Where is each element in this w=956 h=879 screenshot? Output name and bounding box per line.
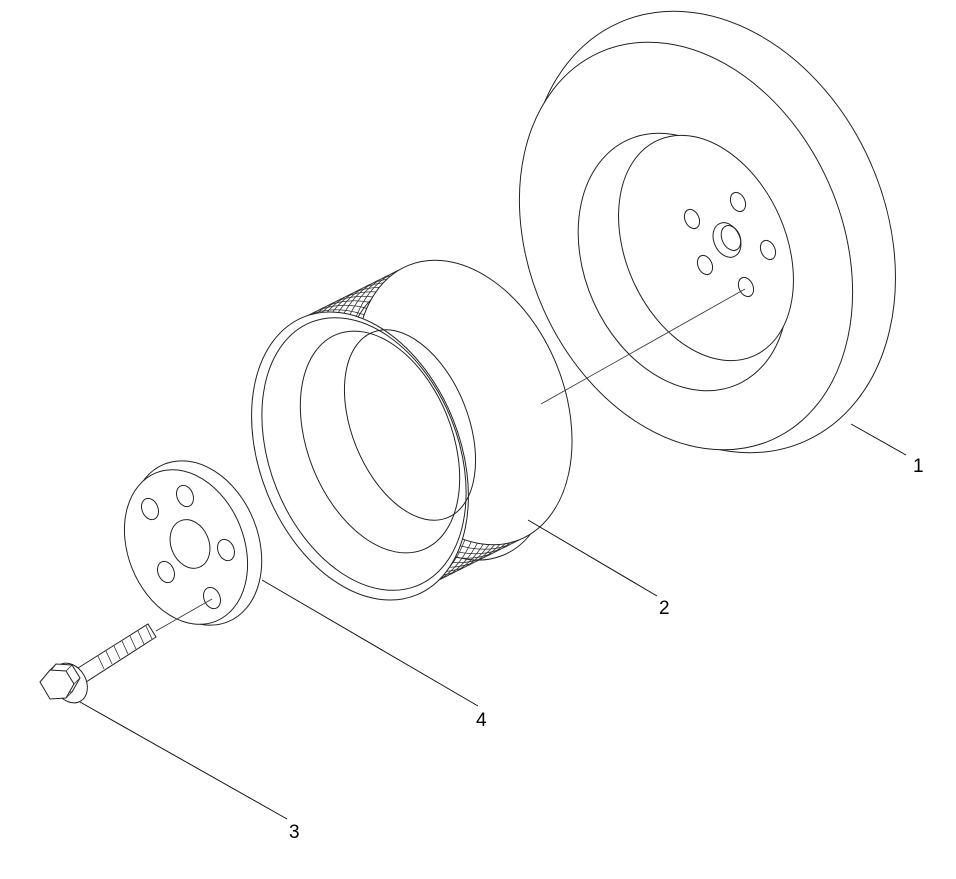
bolt-thread [145, 625, 153, 640]
bolt-thread [97, 655, 105, 670]
callout-label-2: 2 [659, 598, 670, 619]
bolt-thread [113, 645, 121, 660]
part-washer-plate [123, 460, 263, 626]
part-damper [518, 10, 896, 454]
bolt-threads [97, 625, 153, 670]
callout-3: 3 [79, 701, 300, 843]
bolt-thread [105, 650, 113, 665]
assembly-axis-lines [155, 288, 746, 632]
part-bolt [39, 623, 157, 704]
callout-2: 2 [527, 519, 670, 619]
part-pulley [251, 259, 573, 601]
callout-label-4: 4 [476, 710, 487, 731]
callout-label-1: 1 [913, 456, 924, 477]
callout-1: 1 [850, 423, 924, 477]
bolt-thread [129, 635, 137, 650]
bolt-thread [121, 640, 129, 655]
callout-label-3: 3 [289, 822, 300, 843]
callout-4: 4 [261, 579, 487, 731]
bolt-thread [137, 630, 145, 645]
